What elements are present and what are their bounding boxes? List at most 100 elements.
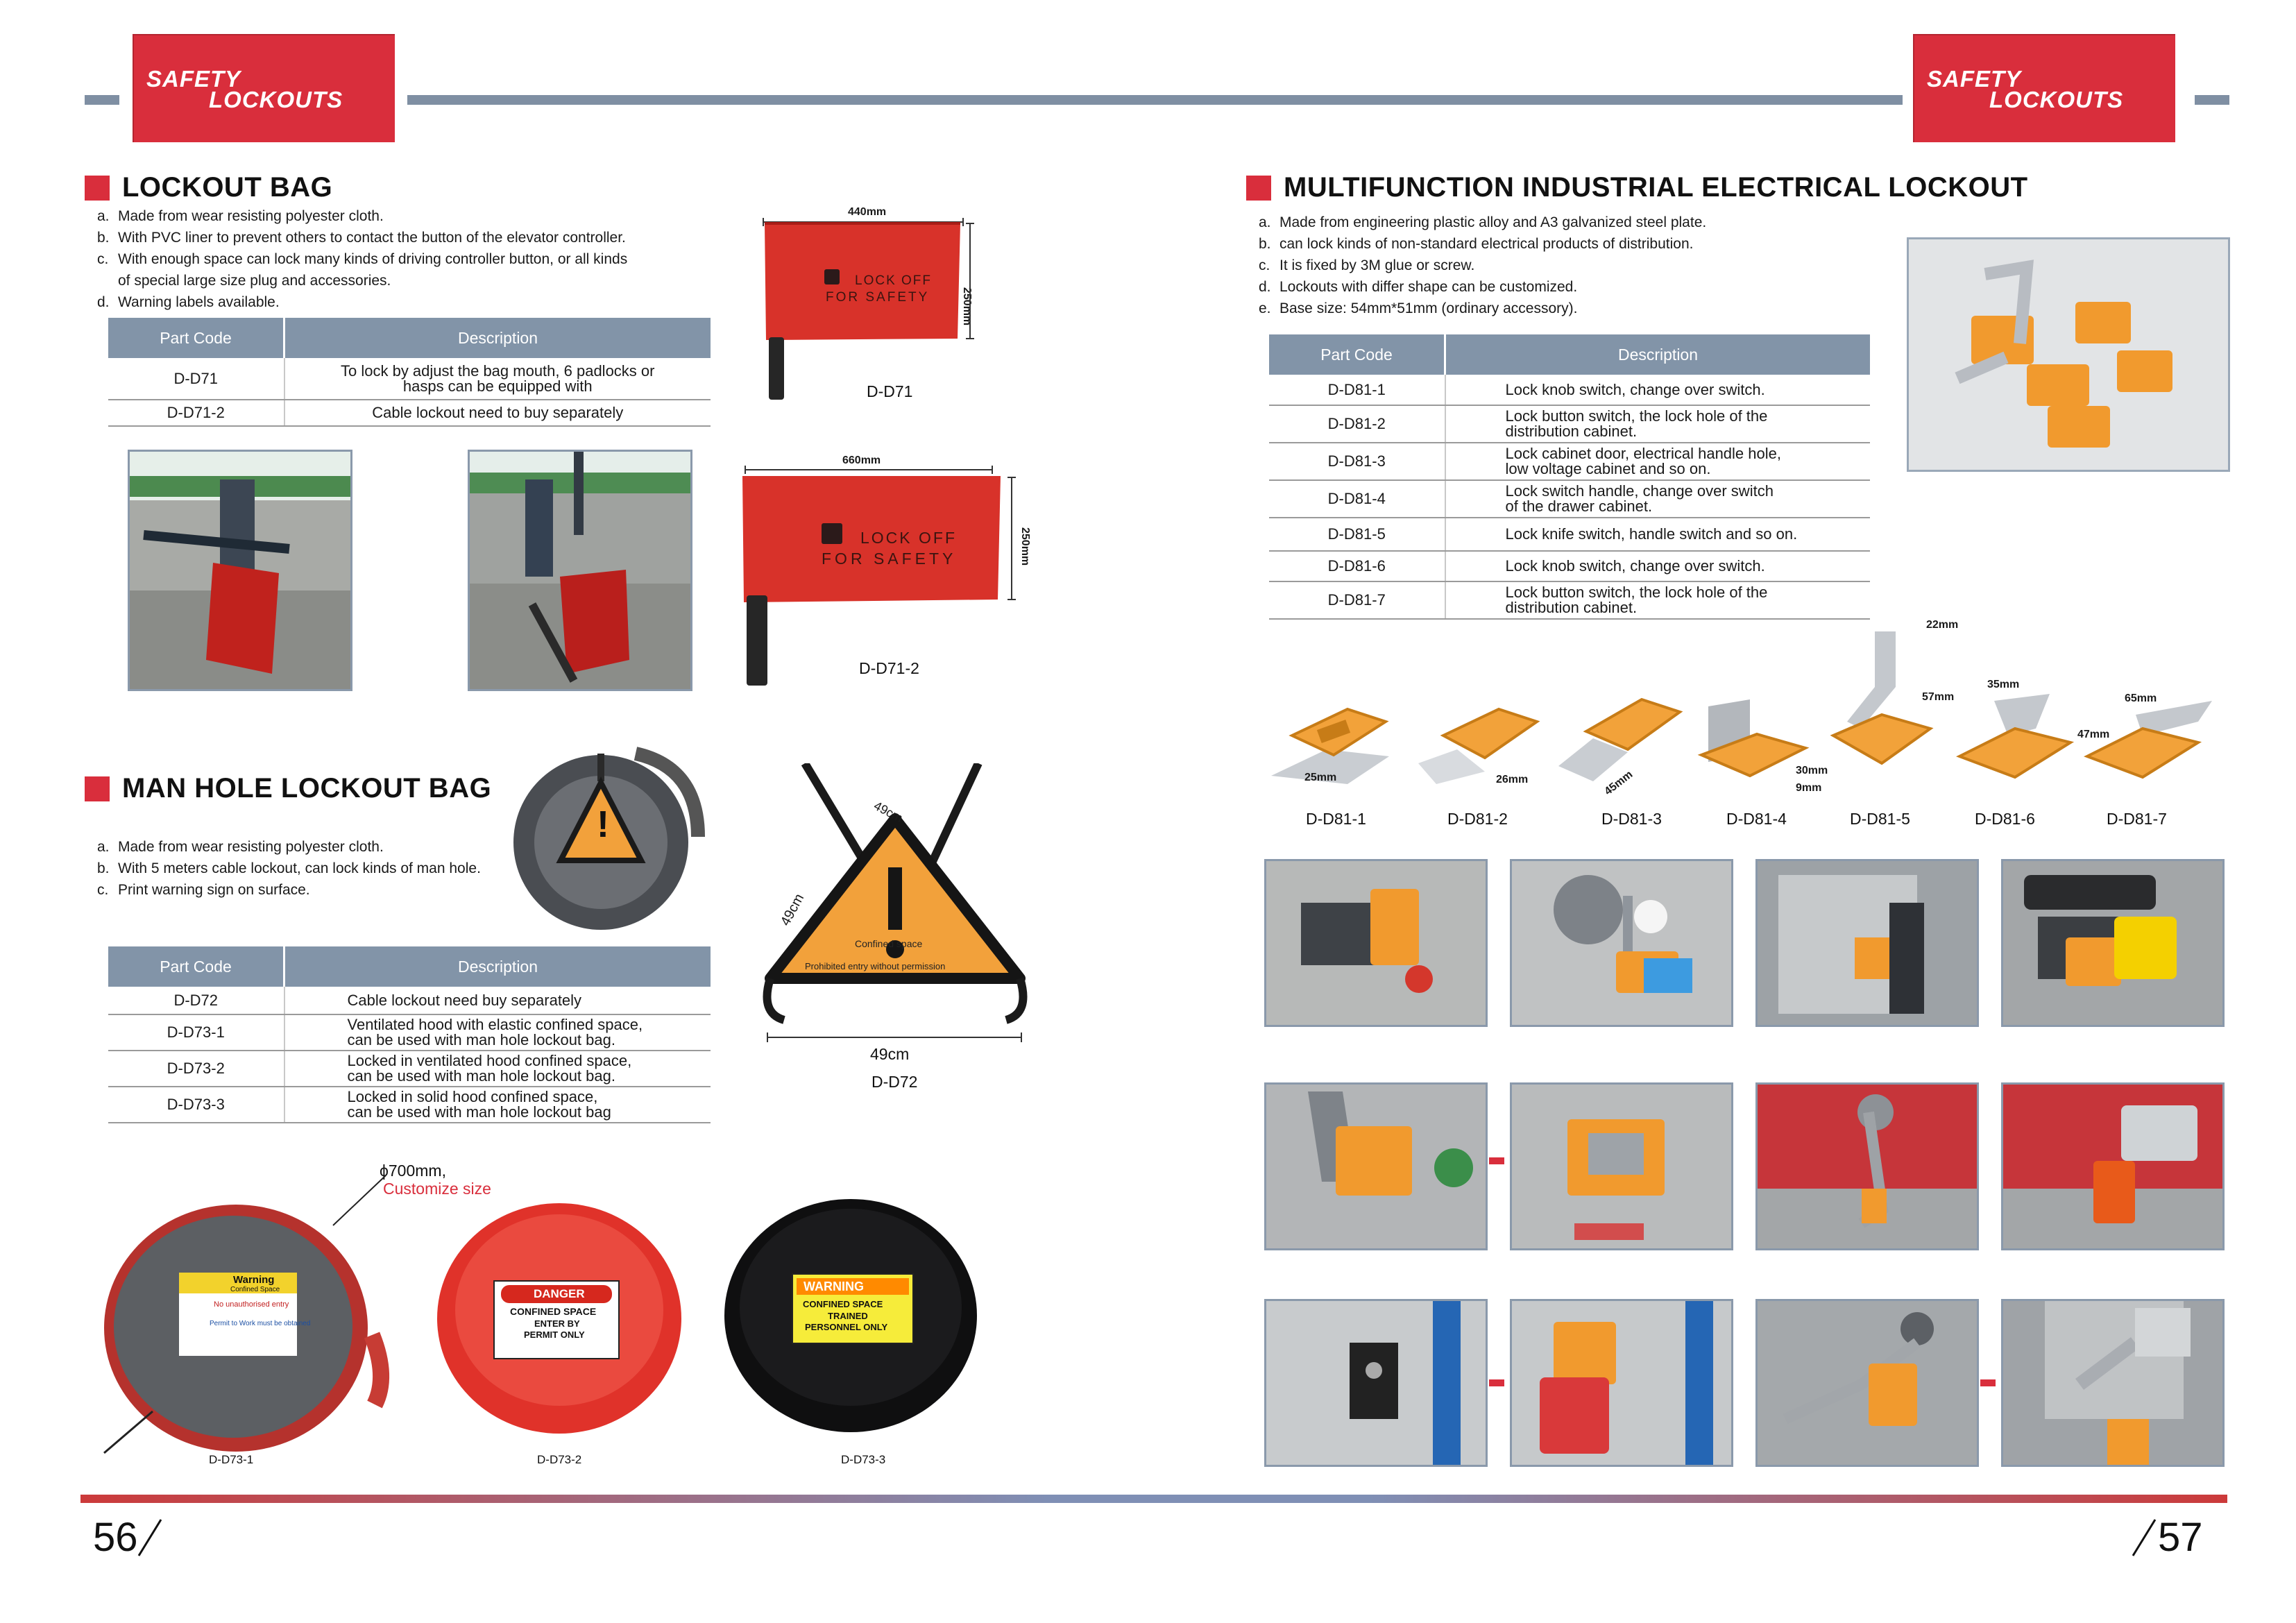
arrow-right-icon [1489,1379,1504,1386]
application-photo [1510,1082,1733,1250]
application-photo [2001,859,2225,1027]
section-title-text: MAN HOLE LOCKOUT BAG [122,773,492,804]
arrow-right-icon [1489,1157,1504,1164]
hood-d73-2-image [437,1203,681,1434]
bullet-item: c.With enough space can lock many kinds … [97,251,628,267]
product-code-d71-2: D-D71-2 [859,659,919,677]
table-header: Part Code [108,946,285,987]
section-square-icon [85,776,110,801]
product-code-d73-3: D-D73-3 [841,1453,886,1466]
dim-line-top [745,466,993,474]
dim-label: 30mm [1796,765,1828,776]
dim-width: 660mm [842,454,881,466]
lockout-d81-2-image [1418,707,1540,784]
hood-d73-1-image [103,1205,390,1454]
electrical-lockout-group-photo [1907,237,2230,472]
dim-label: 25mm [1304,772,1337,783]
application-photo [1755,859,1979,1027]
dim-label: 57mm [1922,691,1955,703]
hood2-sign-title: DANGER [534,1287,585,1300]
bag-label-line2: FOR SAFETY [826,290,930,305]
application-photo [1264,1299,1488,1467]
bullet-item: b.With 5 meters cable lockout, can lock … [97,860,481,876]
section-title-electrical: MULTIFUNCTION INDUSTRIAL ELECTRICAL LOCK… [1246,172,2028,203]
lockout-bag-photo-1 [128,450,352,691]
application-photo [2001,1082,2225,1250]
application-photo [1510,1299,1733,1467]
bullet-item: e.Base size: 54mm*51mm (ordinary accesso… [1259,300,1578,316]
manhole-bag-image: ! [513,747,705,930]
manhole-bullets: a.Made from wear resisting polyester clo… [97,836,541,901]
table-header: Part Code [108,318,285,358]
header-rule-right [2195,95,2229,105]
dim-label: 22mm [1926,619,1959,631]
dim-label: 47mm [2077,729,2110,740]
bullet-item: of special large size plug and accessori… [118,273,391,289]
lockout-bag-d71-2-image [742,476,1001,686]
lockout-d81-3-image [1558,697,1683,781]
product-code-d72: D-D72 [871,1073,918,1091]
hood2-sign-line1: CONFINED SPACE [510,1306,597,1317]
electrical-bullets: a.Made from engineering plastic alloy an… [1259,212,1883,319]
hood1-sign-line1: No unauthorised entry [214,1300,289,1309]
section-title-lockout-bag: LOCKOUT BAG [85,172,332,203]
lockout-bag-bullets: a.Made from wear resisting polyester clo… [97,205,722,313]
table-header: Description [1445,334,1870,375]
svg-text:!: ! [597,804,609,845]
brand-line1: SAFETY [1927,66,2022,92]
application-photo [1755,1082,1979,1250]
lockout-bag-photo-2 [468,450,692,691]
brand-logo-left: SAFETY LOCKOUTS [133,34,395,142]
product-code-d71: D-D71 [867,382,913,400]
table-header: Part Code [1269,334,1446,375]
application-photo [1510,859,1733,1027]
d72-dim-line [767,1033,1022,1042]
product-code: D-D81-3 [1601,810,1662,828]
bullet-item: d.Lockouts with differ shape can be cust… [1259,279,1578,295]
bullet-item: c.Print warning sign on surface. [97,882,310,898]
hood2-sign-line3: PERMIT ONLY [524,1329,585,1340]
page-slash-left [137,1519,162,1556]
bag-label-line2: FOR SAFETY [822,550,957,568]
section-title-text: LOCKOUT BAG [122,172,333,203]
hood2-sign-line2: ENTER BY [534,1318,580,1329]
application-photo [1264,859,1488,1027]
lockout-d81-5-image [1830,631,1934,765]
bag-label-line1: LOCK OFF [855,273,933,288]
header-rule-left [85,95,119,105]
product-code-d73-1: D-D73-1 [209,1453,254,1466]
customize-size-label: Customize size [383,1180,491,1198]
dim-label: 26mm [1496,774,1529,785]
diameter-label: ϕ700mm, [380,1162,446,1180]
footer-gradient-rule [80,1495,2227,1503]
brand-line2: LOCKOUTS [209,87,343,112]
brand-line2: LOCKOUTS [1989,87,2124,112]
d72-sign-image [763,763,1028,1024]
dim-line-side [966,223,974,339]
dim-label: 65mm [2125,692,2157,704]
application-photo [1264,1082,1488,1250]
bullet-item: a.Made from wear resisting polyester clo… [97,208,384,224]
application-photo [2001,1299,2225,1467]
dim-width: 440mm [848,206,887,218]
hood1-sign-line2: Permit to Work must be obtained [210,1320,311,1327]
arrow-right-icon [1980,1379,1996,1386]
table-header: Description [284,946,711,987]
dim-line-side [1007,477,1016,600]
header-rule-center [407,95,1903,105]
bag-label-line1: LOCK OFF [860,529,958,547]
d72-dim-bottom: 49cm [870,1045,910,1063]
product-code-d73-2: D-D73-2 [537,1453,582,1466]
